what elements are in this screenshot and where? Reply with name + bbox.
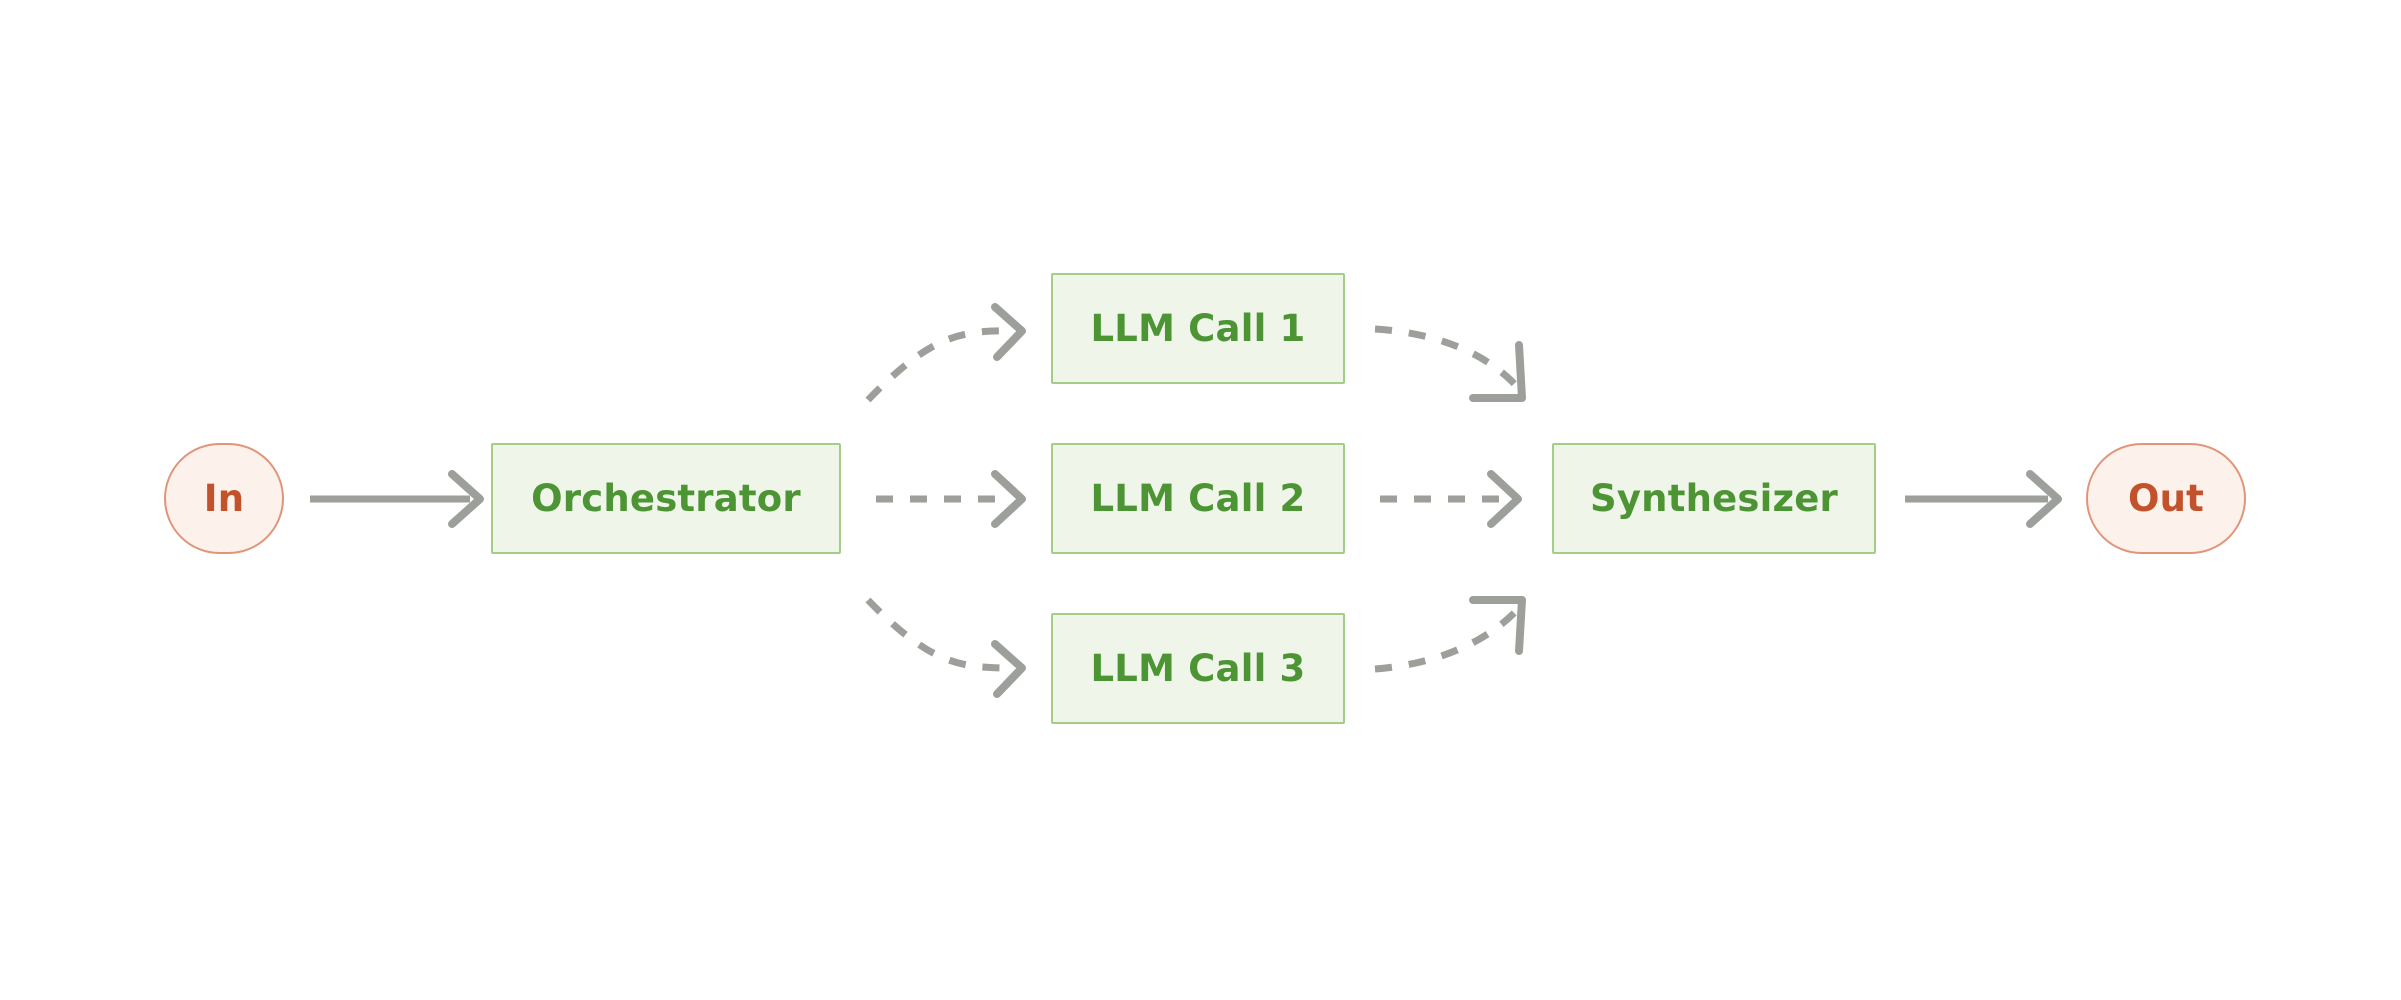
node-orchestrator-label: Orchestrator [531,477,801,520]
node-llm-call-1[interactable]: LLM Call 1 [1051,273,1345,384]
edge-llm-call-1-to-synthesizer [1374,325,1526,402]
node-out-label: Out [2127,477,2205,520]
node-llm-call-1-label: LLM Call 1 [1090,307,1306,350]
node-orchestrator[interactable]: Orchestrator [491,443,841,554]
edge-llm-call-2-to-synthesizer [1380,470,1522,528]
node-synthesizer[interactable]: Synthesizer [1552,443,1876,554]
node-in-label: In [203,477,245,520]
node-llm-call-3[interactable]: LLM Call 3 [1051,613,1345,724]
edge-llm-call-3-to-synthesizer [1374,596,1526,673]
edge-in-to-orchestrator [310,470,484,528]
node-llm-call-3-label: LLM Call 3 [1090,647,1306,690]
node-llm-call-2-label: LLM Call 2 [1090,477,1306,520]
node-llm-call-2[interactable]: LLM Call 2 [1051,443,1345,554]
edge-synthesizer-to-out [1905,470,2062,528]
edge-orchestrator-to-llm-call-2 [876,470,1026,528]
edge-orchestrator-to-llm-call-1 [865,303,1026,403]
node-out[interactable]: Out [2086,443,2246,554]
node-synthesizer-label: Synthesizer [1589,477,1838,520]
edge-orchestrator-to-llm-call-3 [865,597,1026,698]
node-in[interactable]: In [164,443,284,554]
